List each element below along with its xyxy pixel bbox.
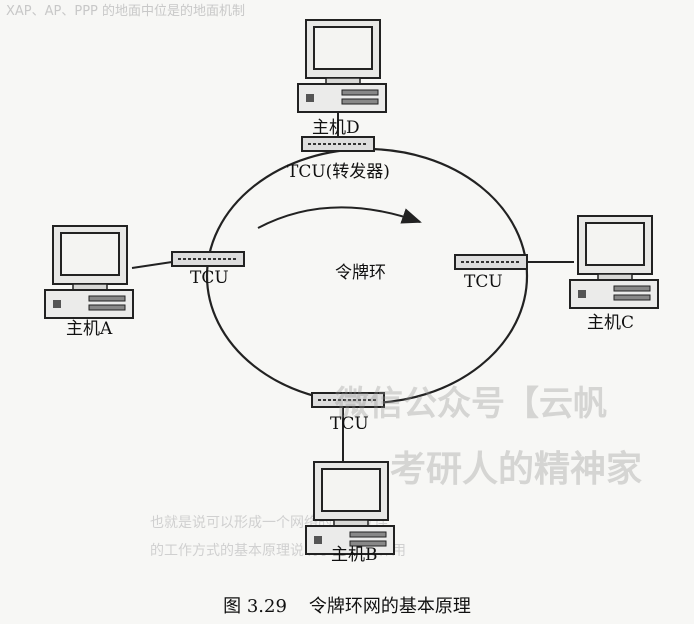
figure-caption: 图 3.29 令牌环网的基本原理 [0, 592, 694, 618]
ring-label: 令牌环 [335, 263, 386, 283]
host-d-label: 主机D [312, 118, 360, 138]
host-a-link [131, 261, 173, 269]
tcu-repeater-label: TCU(转发器) [287, 162, 390, 182]
figure-title: 令牌环网的基本原理 [308, 596, 471, 617]
host-a-computer [44, 225, 134, 319]
tcu-c-label: TCU [464, 272, 503, 292]
watermark-line-2: 考研人的精神家 [390, 449, 643, 490]
tcu-a-label: TCU [190, 268, 229, 288]
tcu-repeater-box [301, 136, 375, 152]
host-d-computer [297, 19, 387, 113]
tcu-c-box [454, 254, 528, 270]
ring-direction-arrow [257, 206, 422, 229]
host-c-label: 主机C [587, 313, 635, 333]
tcu-a-box [171, 251, 245, 267]
host-b-label: 主机B [331, 545, 378, 565]
background-text-top: XAP、AP、PPP 的地面中位是的地面机制 [6, 4, 246, 19]
tcu-b-label: TCU [330, 414, 369, 434]
figure-number: 图 3.29 [223, 596, 287, 617]
host-c-computer [569, 215, 659, 309]
host-a-label: 主机A [66, 319, 113, 339]
watermark-line-1: 微信公众号【云帆 [335, 384, 607, 424]
